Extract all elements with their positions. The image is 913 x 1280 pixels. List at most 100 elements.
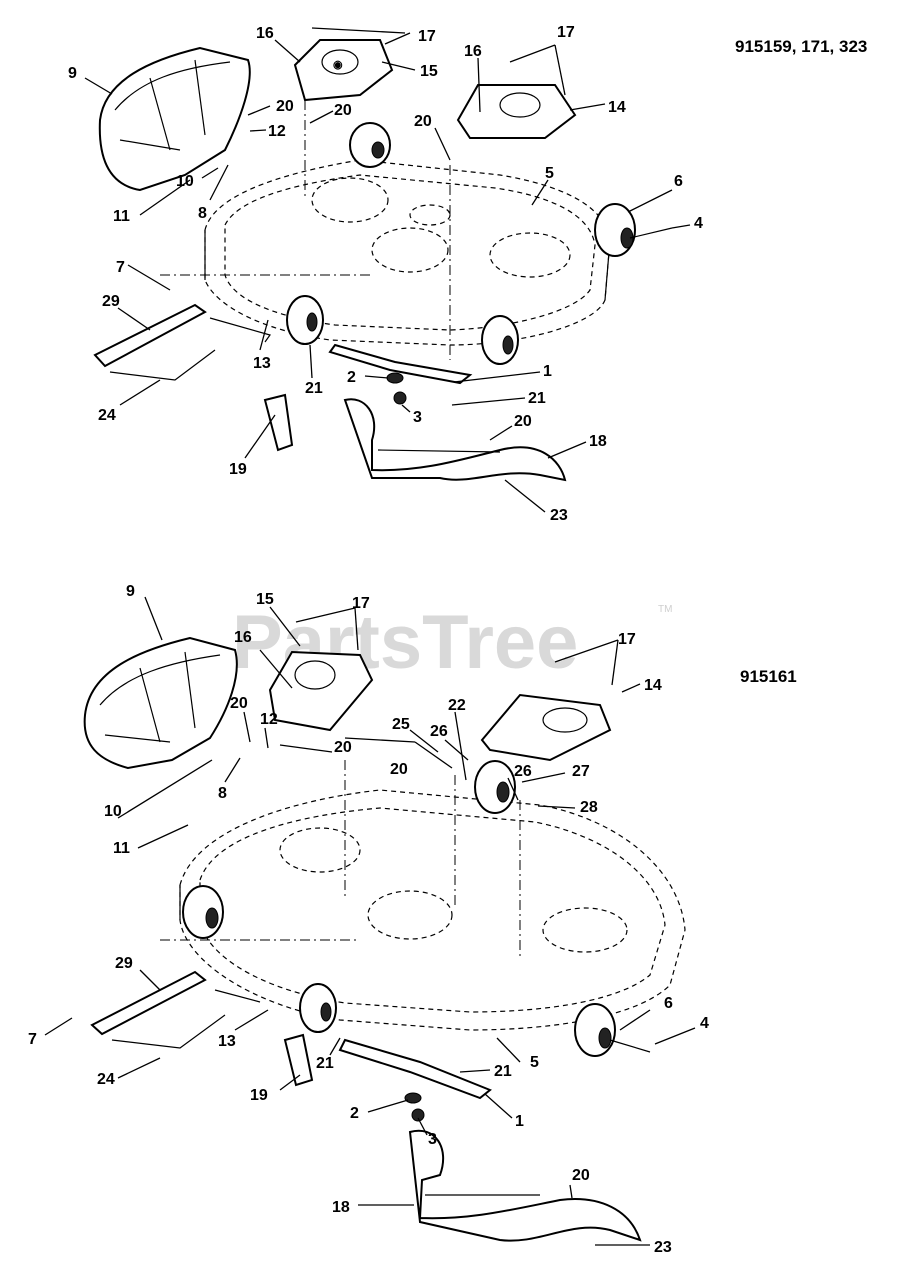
bottom-callout-29: 29 (115, 955, 133, 972)
bottom-callout-5: 5 (530, 1054, 539, 1071)
bottom-callout-13: 13 (218, 1033, 236, 1050)
bottom-deck-housing (160, 760, 686, 1031)
bottom-callout-14: 14 (644, 677, 662, 694)
top-blade-nut (393, 391, 407, 405)
bottom-callout-3: 3 (428, 1131, 437, 1148)
bottom-callout-28: 28 (580, 799, 598, 816)
top-callout-12: 12 (268, 123, 286, 140)
top-callout-15: 15 (420, 63, 438, 80)
top-blade-spacer (386, 372, 404, 384)
bottom-callout-9: 9 (126, 583, 135, 600)
bottom-wheel-right (574, 1003, 651, 1057)
bottom-callout-24: 24 (97, 1071, 115, 1088)
top-pulley-cover-right (456, 84, 577, 139)
bottom-callout-8: 8 (218, 785, 227, 802)
top-callout-20: 20 (514, 413, 532, 430)
bottom-callout-18: 18 (332, 1199, 350, 1216)
bottom-blade-spacer (404, 1092, 422, 1104)
bottom-pulley-cover-left (268, 650, 374, 732)
top-callout-17: 17 (557, 24, 575, 41)
bottom-model-label: 915161 (740, 667, 797, 686)
bottom-callout-1: 1 (515, 1113, 524, 1130)
top-callout-24: 24 (98, 407, 116, 424)
top-deflector-bracket (263, 393, 294, 452)
bottom-callout-15: 15 (256, 591, 274, 608)
bottom-callout-20: 20 (390, 761, 408, 778)
top-callout-9: 9 (68, 65, 77, 82)
top-wheel-rear (481, 315, 519, 365)
bottom-callout-20: 20 (334, 739, 352, 756)
bottom-callout-25: 25 (392, 716, 410, 733)
top-callout-20: 20 (276, 98, 294, 115)
bottom-discharge-shield (408, 1129, 642, 1242)
top-callout-21: 21 (305, 380, 323, 397)
top-wheel-right (594, 203, 673, 257)
bottom-blade (338, 1038, 492, 1100)
bottom-deflector-bracket (283, 1033, 314, 1087)
top-callout-16: 16 (256, 25, 274, 42)
top-wheel-front (349, 122, 391, 168)
top-callout-11: 11 (113, 208, 130, 225)
bottom-wheel-front-left (299, 983, 337, 1033)
top-callout-6: 6 (674, 173, 683, 190)
top-callout-21: 21 (528, 390, 546, 407)
bottom-callout-21: 21 (494, 1063, 512, 1080)
top-deck-housing (160, 60, 611, 360)
bottom-callout-6: 6 (664, 995, 673, 1012)
top-discharge-shield (343, 398, 567, 482)
bottom-callout-19: 19 (250, 1087, 268, 1104)
bottom-callout-2: 2 (350, 1105, 359, 1122)
bottom-callout-22: 22 (448, 697, 466, 714)
bottom-diagram: 9 15 16 1 (28, 583, 797, 1256)
bottom-callout-23: 23 (654, 1239, 672, 1256)
bottom-callout-17: 17 (352, 595, 370, 612)
bottom-pulley-cover-right (480, 693, 612, 762)
top-diagram: 915159, 171, 323 ◉ (68, 24, 867, 524)
top-callout-1: 1 (543, 363, 552, 380)
bottom-callout-26: 26 (430, 723, 448, 740)
top-callout-16: 16 (464, 43, 482, 60)
bottom-callout-12: 12 (260, 711, 278, 728)
top-callout-17: 17 (418, 28, 436, 45)
bottom-callout-11: 11 (113, 840, 130, 857)
svg-text:◉: ◉ (333, 59, 343, 71)
watermark-trademark: TM (658, 604, 672, 615)
top-callout-20: 20 (414, 113, 432, 130)
top-belt-cover (98, 46, 251, 192)
top-callout-13: 13 (253, 355, 271, 372)
top-wheel-left (286, 295, 324, 345)
top-callout-29: 29 (102, 293, 120, 310)
bottom-callout-17: 17 (618, 631, 636, 648)
top-callout-8: 8 (198, 205, 207, 222)
bottom-callout-20: 20 (572, 1167, 590, 1184)
top-model-label: 915159, 171, 323 (735, 37, 867, 56)
top-callout-3: 3 (413, 409, 422, 426)
top-blade (328, 343, 473, 385)
bottom-callout-16: 16 (234, 629, 252, 646)
top-callout-4: 4 (694, 215, 703, 232)
top-callout-18: 18 (589, 433, 607, 450)
bottom-callout-27: 27 (572, 763, 590, 780)
bottom-callout-10: 10 (104, 803, 122, 820)
bottom-callout-26: 26 (514, 763, 532, 780)
bottom-belt-cover (83, 636, 238, 770)
bottom-anti-scalp-bracket (90, 970, 261, 1049)
top-callout-23: 23 (550, 507, 568, 524)
top-callout-20: 20 (334, 102, 352, 119)
top-callout-10: 10 (176, 173, 194, 190)
bottom-blade-nut (411, 1108, 425, 1122)
bottom-wheel-top-center (474, 760, 516, 814)
bottom-callout-4: 4 (700, 1015, 709, 1032)
top-callout-14: 14 (608, 99, 626, 116)
bottom-wheel-left (182, 885, 224, 939)
top-pulley-cover-left: ◉ (293, 39, 394, 102)
bottom-callout-20: 20 (230, 695, 248, 712)
top-callout-7: 7 (116, 259, 125, 276)
top-callout-2: 2 (347, 369, 356, 386)
top-anti-scalp-bracket (93, 303, 271, 381)
top-callout-19: 19 (229, 461, 247, 478)
bottom-callout-7: 7 (28, 1031, 37, 1048)
top-callout-5: 5 (545, 165, 554, 182)
bottom-callout-21: 21 (316, 1055, 334, 1072)
